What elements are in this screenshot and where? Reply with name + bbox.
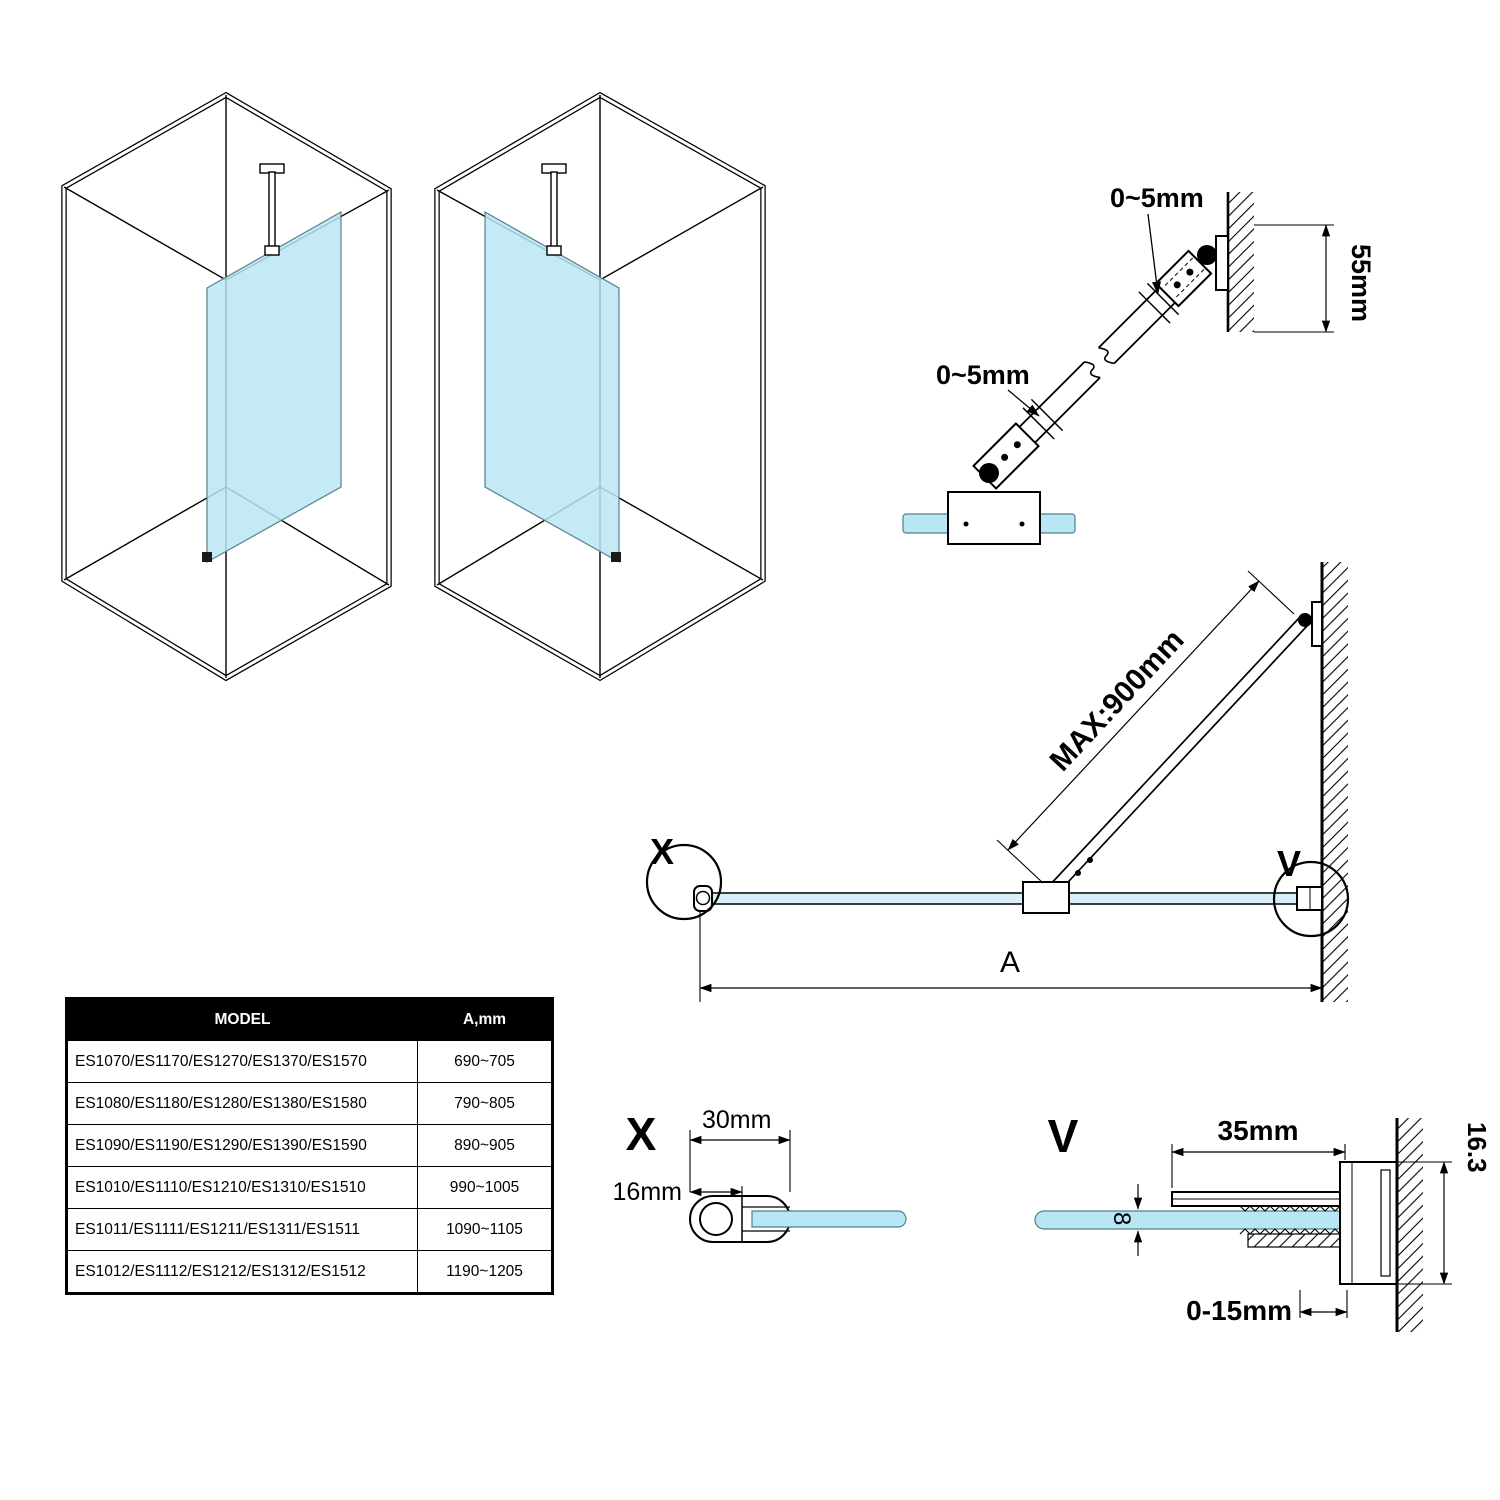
model-table: MODEL A,mm ES1070/ES1170/ES1270/ES1370/E…: [65, 997, 554, 1295]
detail-v-title: V: [1048, 1110, 1079, 1162]
glass-clamp-iso-right: [546, 245, 562, 256]
leader-line: [1007, 389, 1040, 417]
upper-bracket-body: [1154, 249, 1213, 308]
detail-x-width-label: 30mm: [702, 1106, 771, 1134]
callout-circle-v: [1272, 860, 1350, 938]
table-row: ES1010/ES1110/ES1210/ES1310/ES1510 990~1…: [66, 1166, 553, 1209]
model-cell: ES1070/ES1170/ES1270/ES1370/ES1570: [66, 1040, 418, 1083]
screw-dot: [1001, 453, 1009, 461]
a-cell: 1090~1105: [417, 1208, 553, 1251]
wall-hatch: [1228, 192, 1254, 332]
plan-view: MAX:900mm A X V: [645, 562, 1350, 1002]
wall-hatch: [1397, 1118, 1423, 1332]
bar-break-symbol: [1084, 361, 1101, 379]
model-cell: ES1090/ES1190/ES1290/ES1390/ES1590: [66, 1124, 418, 1167]
extension-line: [996, 839, 1044, 884]
bar-break-symbol: [1098, 347, 1115, 365]
max-bar-label: MAX:900mm: [1044, 623, 1191, 777]
floor-foot-iso-right: [611, 552, 621, 562]
a-cell: 790~805: [417, 1082, 553, 1125]
table-header-model: MODEL: [66, 998, 418, 1041]
isometric-shower-box-left: [61, 91, 392, 682]
leader-line: [1147, 213, 1161, 295]
table-row: ES1012/ES1112/ES1212/ES1312/ES1512 1190~…: [66, 1250, 553, 1294]
gasket-teeth-top: [1239, 1205, 1341, 1212]
detail-v: V 35mm 16.3 8 0-15mm: [1034, 1110, 1492, 1332]
callout-label-x: X: [650, 831, 674, 872]
bar-tube-lower: [1019, 361, 1101, 443]
a-cell: 890~905: [417, 1124, 553, 1167]
bracket-detail: 0~5mm 0~5mm 55mm: [902, 183, 1376, 545]
floor-foot-iso-left: [202, 552, 212, 562]
detail-x-depth-label: 16mm: [613, 1178, 682, 1206]
round-post-section: [699, 1202, 733, 1236]
detail-x: X 30mm 16mm: [613, 1106, 907, 1243]
callout-label-v: V: [1277, 843, 1301, 884]
glass-panel-iso-right: [484, 210, 620, 564]
clamp-arm-bottom: [1247, 1233, 1341, 1248]
glass-clamp-iso-left: [264, 245, 280, 256]
table-row: ES1070/ES1170/ES1270/ES1370/ES1570 690~7…: [66, 1040, 553, 1083]
screw-dot: [1173, 281, 1181, 289]
model-cell: ES1011/ES1111/ES1211/ES1311/ES1511: [66, 1208, 418, 1251]
bar-tube-upper: [1098, 287, 1175, 364]
lower-pivot: [979, 463, 999, 483]
adjustment-label: 0-15mm: [1186, 1295, 1292, 1326]
screw-dot: [1013, 441, 1021, 449]
glass-panel-plan: [710, 893, 1303, 904]
table-row: ES1080/ES1180/ES1280/ES1380/ES1580 790~8…: [66, 1082, 553, 1125]
screw-dot: [963, 521, 969, 527]
plate-height-label: 55mm: [1346, 244, 1376, 322]
table-header-a: A,mm: [417, 998, 553, 1041]
table-header-row: MODEL A,mm: [66, 998, 553, 1041]
profile-slot: [1380, 1169, 1391, 1277]
a-cell: 690~705: [417, 1040, 553, 1083]
table-row: ES1090/ES1190/ES1290/ES1390/ES1590 890~9…: [66, 1124, 553, 1167]
screw-dot: [1019, 521, 1025, 527]
detail-x-title: X: [626, 1108, 657, 1160]
wall-mount-plate: [1215, 235, 1229, 291]
isometric-shower-box-right: [434, 91, 766, 682]
detail-v-width-label: 35mm: [1218, 1115, 1299, 1146]
detail-v-height-label: 16.3: [1462, 1122, 1492, 1173]
dimension-line: [1007, 580, 1260, 851]
bar-wall-plate-plan: [1311, 601, 1323, 647]
table-row: ES1011/ES1111/ES1211/ES1311/ES1511 1090~…: [66, 1208, 553, 1251]
support-bar-iso-left: [268, 171, 276, 253]
screw-dot: [1186, 268, 1194, 276]
gap-bottom-label: 0~5mm: [936, 360, 1030, 390]
bar-pivot-plan: [1298, 613, 1312, 627]
model-cell: ES1080/ES1180/ES1280/ES1380/ES1580: [66, 1082, 418, 1125]
upper-pivot: [1197, 245, 1217, 265]
gap-top-label: 0~5mm: [1110, 183, 1204, 213]
glass-section-x: [751, 1210, 907, 1228]
a-cell: 990~1005: [417, 1166, 553, 1209]
width-dim-label: A: [1000, 946, 1020, 979]
a-cell: 1190~1205: [417, 1250, 553, 1294]
end-profile-plan: [693, 885, 713, 912]
model-cell: ES1012/ES1112/ES1212/ES1312/ES1512: [66, 1250, 418, 1294]
glass-clamp-block: [947, 491, 1041, 545]
model-cell: ES1010/ES1110/ES1210/ES1310/ES1510: [66, 1166, 418, 1209]
wall-hatch: [1322, 562, 1348, 1002]
glass-section-v: [1034, 1210, 1353, 1230]
glass-panel-iso-left: [206, 210, 342, 564]
screw-dot: [1087, 857, 1093, 863]
glass-thickness-label: 8: [1108, 1212, 1135, 1225]
bar-clamp-plan: [1022, 881, 1070, 914]
screw-dot: [1075, 870, 1081, 876]
gasket-teeth-bottom: [1239, 1228, 1341, 1235]
callout-circle-x: [645, 843, 723, 921]
support-bar-iso-right: [550, 171, 558, 253]
extension-line: [1247, 570, 1295, 615]
gap-tick: [1138, 291, 1171, 324]
model-spec-table: MODEL A,mm ES1070/ES1170/ES1270/ES1370/E…: [65, 997, 554, 1295]
